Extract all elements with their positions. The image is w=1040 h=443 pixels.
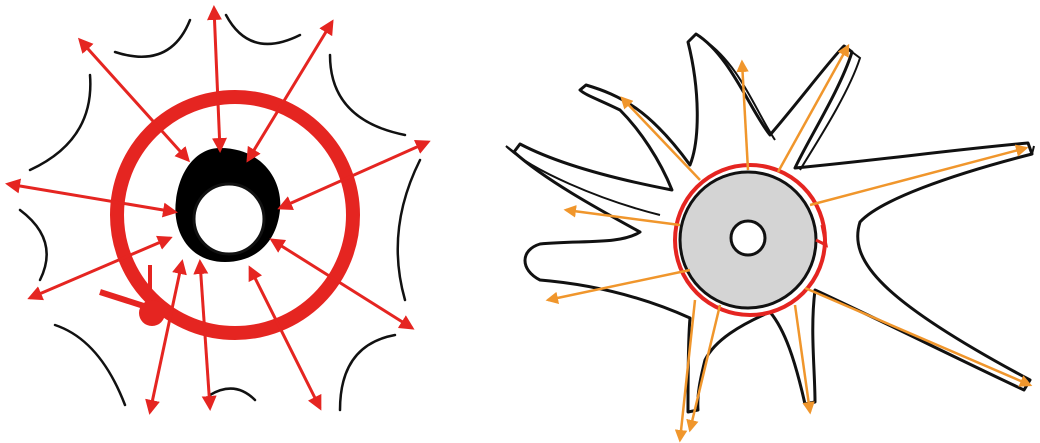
left-arrow	[8, 184, 175, 212]
right-arrow	[805, 288, 1030, 385]
left-red-dot	[139, 300, 165, 326]
left-arrow	[250, 268, 320, 408]
left-nucleus-hole	[194, 184, 264, 254]
right-nucleus-hole	[731, 221, 765, 255]
right-diagram	[506, 34, 1034, 440]
left-diagram	[8, 8, 428, 412]
left-arrow	[150, 262, 182, 412]
left-arrow	[214, 8, 220, 150]
